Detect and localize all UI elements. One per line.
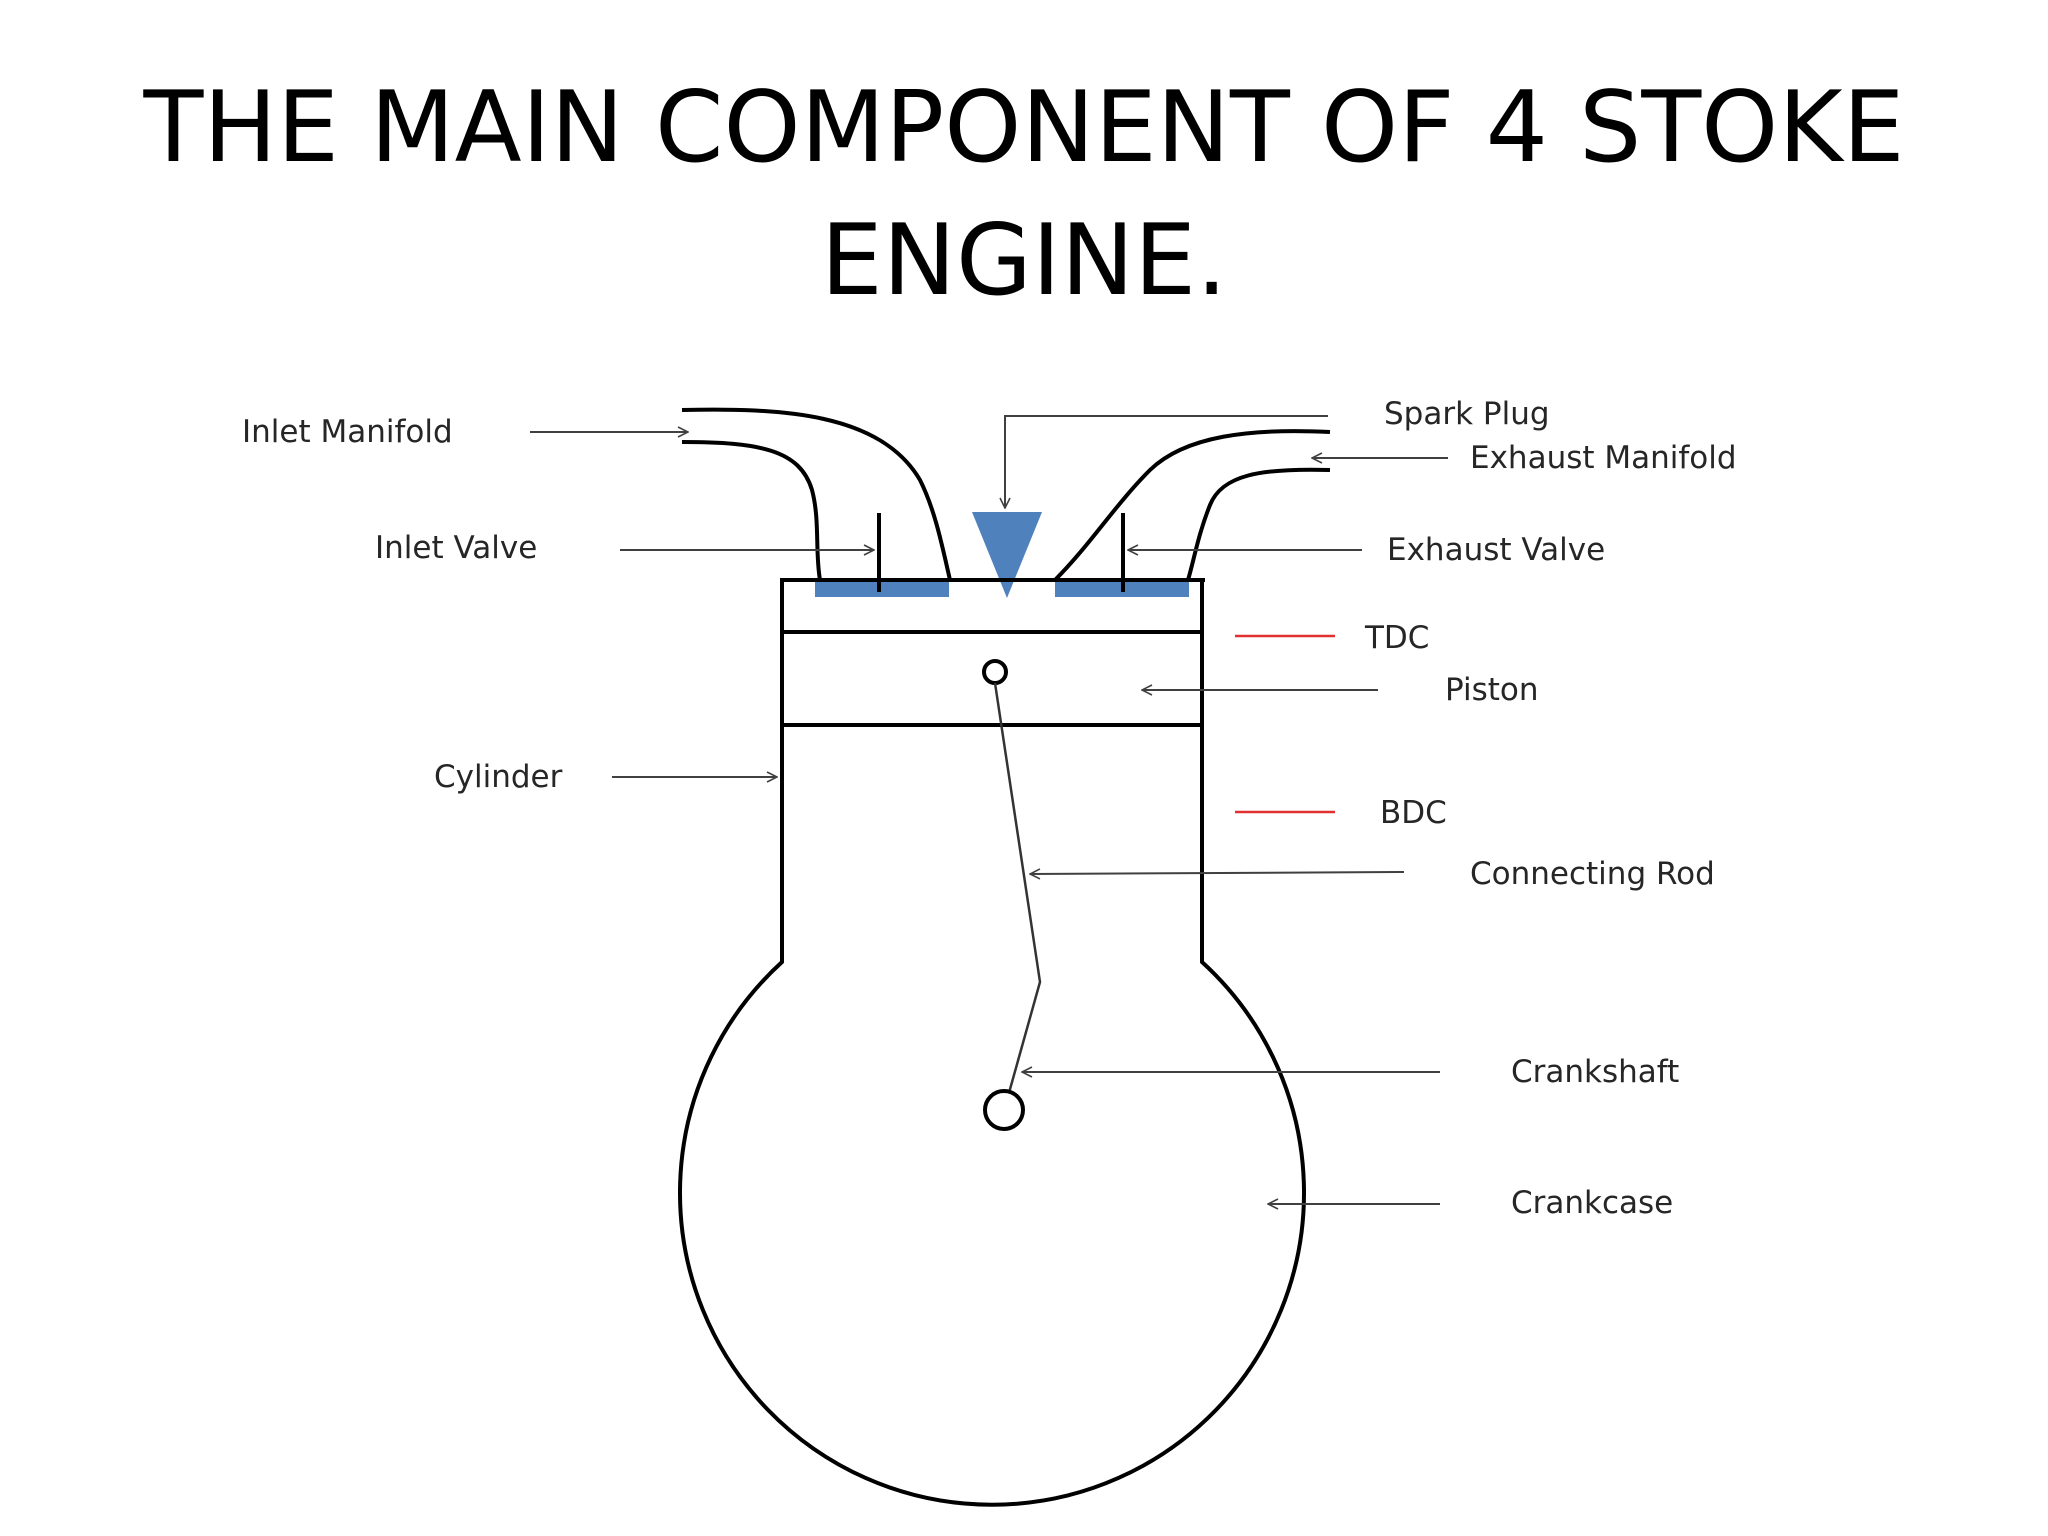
spark-plug-shape <box>972 512 1042 598</box>
label-spark-plug: Spark Plug <box>1384 396 1550 432</box>
exhaust-manifold-upper-wall <box>1053 429 1331 582</box>
label-crankshaft: Crankshaft <box>1511 1054 1679 1090</box>
cylinder-and-crankcase-outline <box>678 580 1306 1507</box>
crankshaft-pin <box>983 1089 1025 1131</box>
label-inlet-valve: Inlet Valve <box>375 530 537 566</box>
exhaust-manifold-lower-wall <box>1186 467 1331 581</box>
title-line-2: ENGINE. <box>820 204 1228 318</box>
title-line-1: THE MAIN COMPONENT OF 4 STOKE <box>143 71 1905 185</box>
label-exhaust-manifold: Exhaust Manifold <box>1470 440 1737 476</box>
slide-title: THE MAIN COMPONENT OF 4 STOKE ENGINE. <box>0 62 2048 328</box>
connecting-rod-leader <box>1030 872 1405 874</box>
label-piston: Piston <box>1445 672 1539 708</box>
connecting-rod <box>993 682 1042 1101</box>
inlet-valve-head <box>815 580 949 597</box>
label-tdc: TDC <box>1364 620 1429 656</box>
label-crankcase: Crankcase <box>1511 1185 1673 1221</box>
inlet-manifold-lower-wall <box>681 440 822 581</box>
label-connecting-rod: Connecting Rod <box>1470 856 1715 892</box>
label-inlet-manifold: Inlet Manifold <box>242 414 453 450</box>
gudgeon-pin <box>982 659 1008 685</box>
label-bdc: BDC <box>1380 795 1447 831</box>
label-cylinder: Cylinder <box>434 759 563 795</box>
label-exhaust-valve: Exhaust Valve <box>1387 532 1605 568</box>
inlet-manifold-upper-wall <box>681 407 952 581</box>
spark-plug-leader <box>1005 415 1328 508</box>
